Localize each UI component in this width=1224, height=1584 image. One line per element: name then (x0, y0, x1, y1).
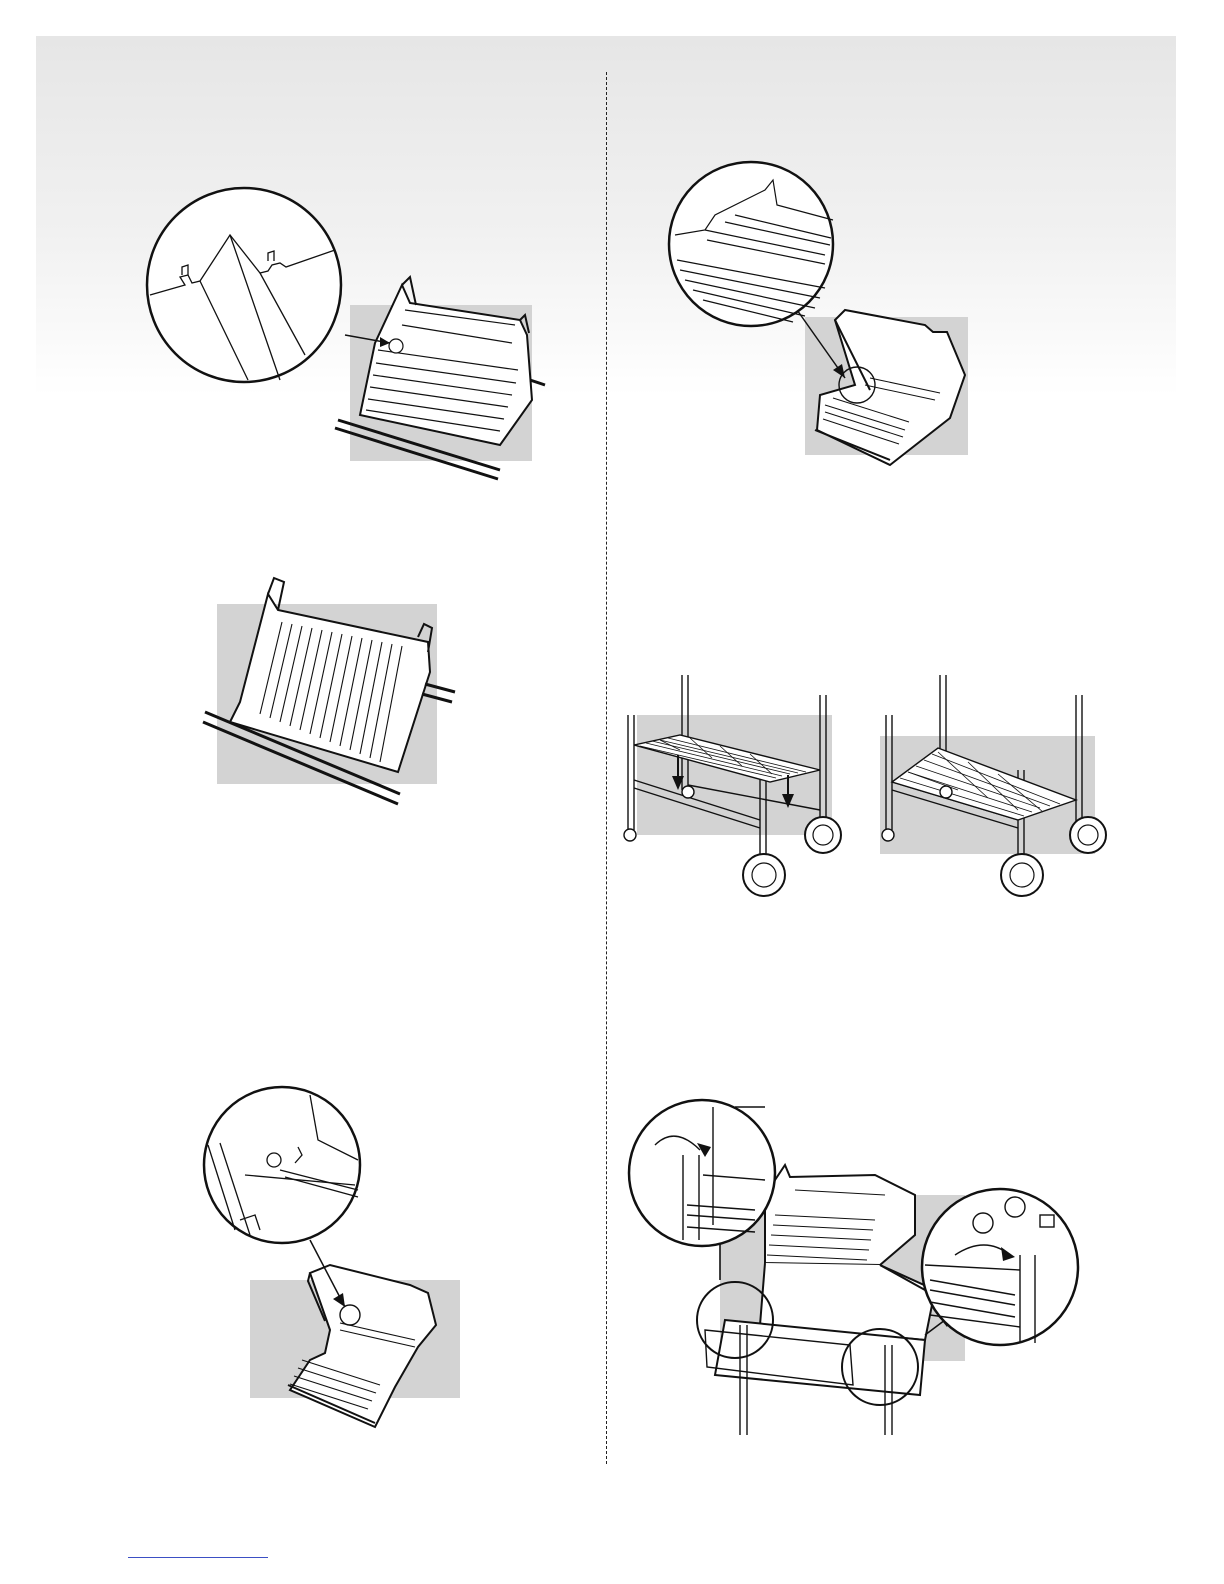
column-divider (606, 72, 607, 1464)
tool-holder-installation-illustration (625, 1095, 1085, 1440)
flavorizer-bar-detail-illustration (140, 185, 550, 485)
bottom-shelf-installation-illustration (620, 670, 850, 905)
flavorizer-bars-installed-illustration (200, 572, 460, 812)
igniter-detail-illustration (200, 1085, 470, 1435)
cooking-grate-detail-illustration (665, 160, 975, 460)
bottom-shelf-installed-illustration (878, 670, 1113, 905)
footer-rule (128, 1557, 268, 1558)
